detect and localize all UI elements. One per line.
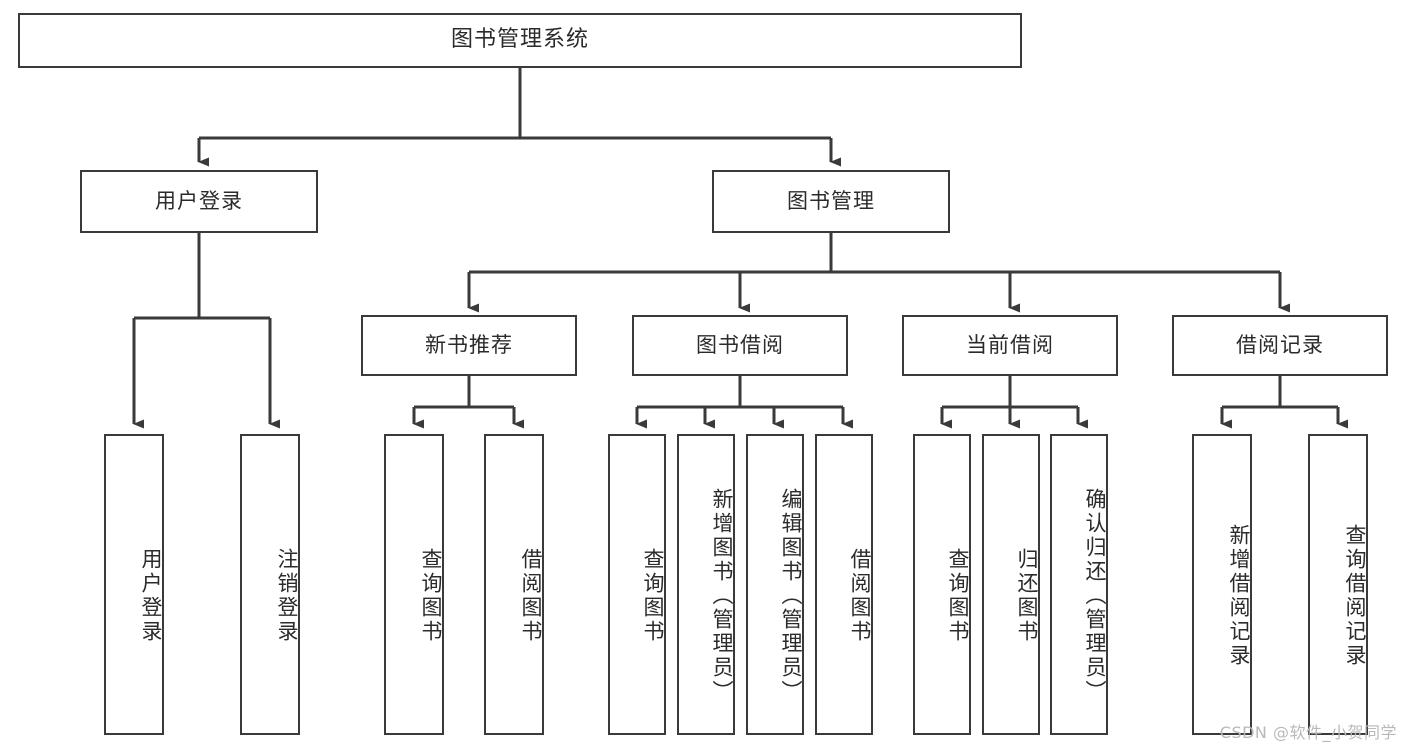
node-label: 图书管理系统 xyxy=(450,27,589,53)
leaf-user-login-login[interactable]: 用户登录 xyxy=(104,434,164,735)
node-label: 当前借阅 xyxy=(966,332,1054,357)
leaf-current-borrow-query-book[interactable]: 查询图书 xyxy=(913,434,971,735)
node-label: 借阅图书 xyxy=(848,547,872,644)
node-label: 图书借阅 xyxy=(696,332,784,357)
node-label: 用户登录 xyxy=(139,547,163,644)
node-label: 新增图书（管理员） xyxy=(710,487,734,704)
node-label: 查询图书 xyxy=(946,547,970,644)
node-current-borrowing[interactable]: 当前借阅 xyxy=(902,315,1118,376)
node-book-management[interactable]: 图书管理 xyxy=(712,170,950,233)
node-label: 新增借阅记录 xyxy=(1227,523,1251,668)
node-book-borrowing[interactable]: 图书借阅 xyxy=(632,315,848,376)
leaf-book-borrow-add-book-admin[interactable]: 新增图书（管理员） xyxy=(677,434,735,735)
node-label: 用户登录 xyxy=(155,188,243,213)
leaf-new-book-query-book[interactable]: 查询图书 xyxy=(384,434,444,735)
leaf-book-borrow-query-book[interactable]: 查询图书 xyxy=(608,434,666,735)
node-root-book-management-system[interactable]: 图书管理系统 xyxy=(18,13,1022,68)
leaf-current-borrow-confirm-return-admin[interactable]: 确认归还（管理员） xyxy=(1050,434,1108,735)
leaf-book-borrow-borrow-book[interactable]: 借阅图书 xyxy=(815,434,873,735)
node-label: 图书管理 xyxy=(787,188,875,213)
node-label: 查询图书 xyxy=(419,547,443,644)
node-label: 查询图书 xyxy=(641,547,665,644)
node-label: 编辑图书（管理员） xyxy=(779,487,803,704)
node-label: 借阅记录 xyxy=(1236,332,1324,357)
csdn-watermark: CSDN @软件_小贺同学 xyxy=(1219,723,1397,742)
node-label: 新书推荐 xyxy=(425,332,513,357)
leaf-new-book-borrow-book[interactable]: 借阅图书 xyxy=(484,434,544,735)
leaf-borrow-record-query-record[interactable]: 查询借阅记录 xyxy=(1308,434,1368,735)
node-label: 查询借阅记录 xyxy=(1343,523,1367,668)
node-new-book-recommendation[interactable]: 新书推荐 xyxy=(361,315,577,376)
node-label: 归还图书 xyxy=(1015,547,1039,644)
node-label: 借阅图书 xyxy=(519,547,543,644)
node-label: 注销登录 xyxy=(275,547,299,644)
leaf-current-borrow-return-book[interactable]: 归还图书 xyxy=(982,434,1040,735)
node-user-login[interactable]: 用户登录 xyxy=(80,170,318,233)
leaf-user-login-logout[interactable]: 注销登录 xyxy=(240,434,300,735)
node-label: 确认归还（管理员） xyxy=(1083,487,1107,704)
leaf-book-borrow-edit-book-admin[interactable]: 编辑图书（管理员） xyxy=(746,434,804,735)
node-borrowing-record[interactable]: 借阅记录 xyxy=(1172,315,1388,376)
leaf-borrow-record-add-record[interactable]: 新增借阅记录 xyxy=(1192,434,1252,735)
